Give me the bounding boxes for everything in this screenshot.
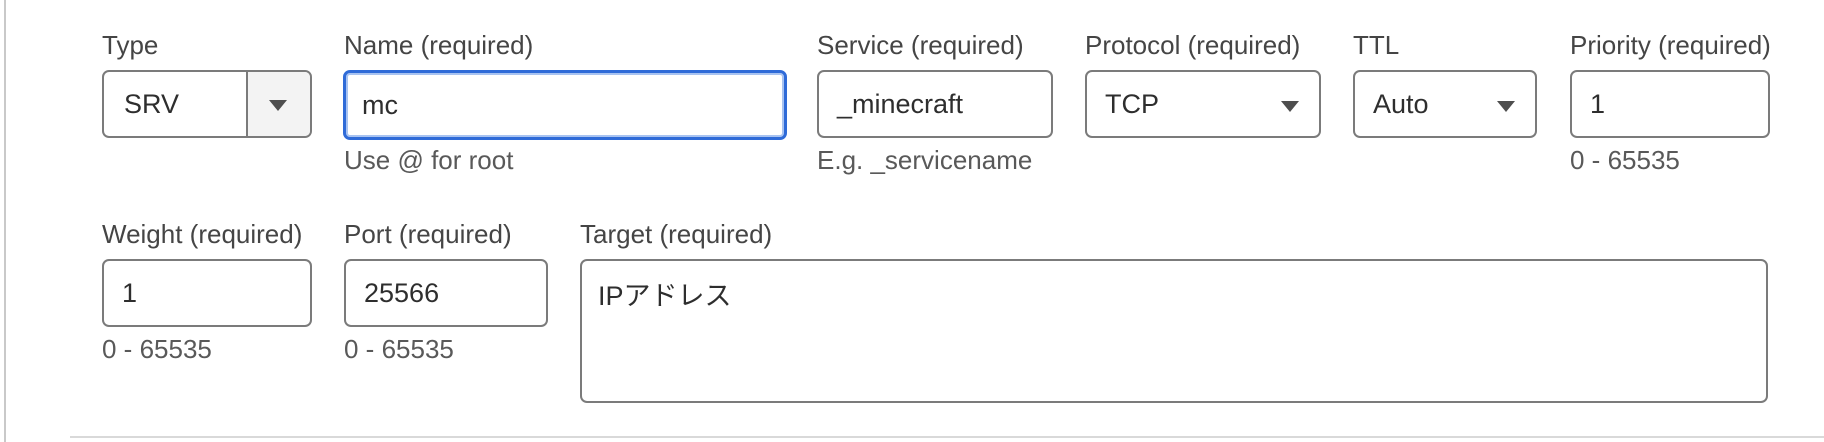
target-textarea-value: IPアドレス (598, 281, 732, 311)
weight-input-value: 1 (122, 278, 138, 308)
protocol-select-value: TCP (1105, 89, 1159, 119)
target-textarea[interactable]: IPアドレス (580, 259, 1768, 403)
type-select[interactable]: SRV (102, 70, 312, 138)
chevron-down-icon (1281, 101, 1299, 112)
port-input[interactable]: 25566 (344, 259, 548, 327)
weight-label: Weight (required) (102, 219, 303, 249)
port-label: Port (required) (344, 219, 512, 249)
ttl-select[interactable]: Auto (1353, 70, 1537, 138)
ttl-label: TTL (1353, 30, 1400, 60)
section-divider (70, 436, 1824, 438)
type-select-toggle[interactable] (246, 72, 310, 136)
name-help-text: Use @ for root (344, 145, 514, 175)
protocol-select[interactable]: TCP (1085, 70, 1321, 138)
name-label: Name (required) (344, 30, 534, 60)
service-label: Service (required) (817, 30, 1024, 60)
chevron-down-icon (269, 100, 287, 111)
protocol-label: Protocol (required) (1085, 30, 1301, 60)
panel-left-border (4, 0, 6, 442)
type-label: Type (102, 30, 159, 60)
type-select-value: SRV (124, 89, 180, 119)
ttl-select-value: Auto (1373, 89, 1429, 119)
name-input-value: mc (362, 90, 398, 120)
target-label: Target (required) (580, 219, 773, 249)
service-help-text: E.g. _servicename (817, 145, 1033, 175)
port-input-value: 25566 (364, 278, 440, 308)
weight-help-text: 0 - 65535 (102, 334, 212, 364)
priority-input-value: 1 (1590, 89, 1606, 119)
priority-label: Priority (required) (1570, 30, 1771, 60)
service-input[interactable]: _minecraft (817, 70, 1053, 138)
service-input-value: _minecraft (837, 89, 964, 119)
name-input[interactable]: mc (343, 70, 787, 140)
weight-input[interactable]: 1 (102, 259, 312, 327)
priority-input[interactable]: 1 (1570, 70, 1770, 138)
port-help-text: 0 - 65535 (344, 334, 454, 364)
chevron-down-icon (1497, 101, 1515, 112)
priority-help-text: 0 - 65535 (1570, 145, 1680, 175)
